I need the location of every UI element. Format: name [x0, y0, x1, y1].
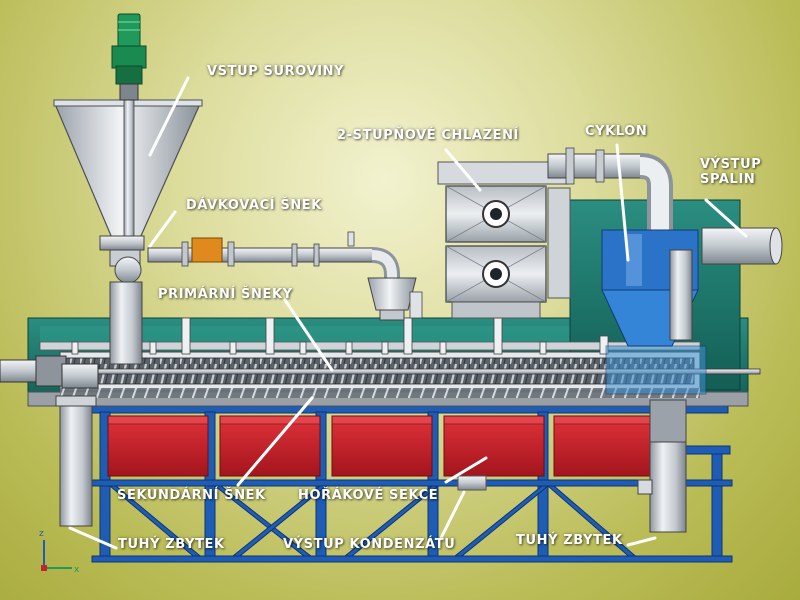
label-solid-residue-right: TUHÝ ZBYTEK: [516, 533, 623, 548]
flue-gas-outlet-pipe: [701, 227, 783, 265]
left-drive-end: [0, 355, 99, 389]
gas-pipe: [147, 231, 423, 321]
label-primary-screws: PRIMÁRNÍ ŠNEKY: [158, 287, 293, 302]
label-feed-inlet: VSTUP SUROVINY: [207, 64, 345, 79]
screw-channel: [0, 351, 761, 398]
feed-hopper: [53, 99, 203, 271]
leader-lines: [68, 76, 748, 550]
two-stage-cooler: [437, 161, 571, 319]
label-two-stage-cooling: 2-STUPŇOVÉ CHLAZENÍ: [337, 128, 519, 143]
label-flue-gas-outlet-2: SPALIN: [700, 172, 756, 187]
label-secondary-screw: SEKUNDÁRNÍ ŠNEK: [117, 488, 266, 503]
label-cyclone: CYKLON: [585, 124, 648, 139]
label-dosing-screw: DÁVKOVACÍ ŠNEK: [186, 198, 322, 213]
right-residue-outlet: [637, 399, 687, 533]
condensate-outlet-block: [457, 475, 487, 491]
hopper-motor: [111, 13, 147, 101]
cyclone: [601, 229, 707, 395]
support-frame: [87, 404, 733, 563]
burner-sections: [107, 415, 651, 477]
label-burner-sections: HOŘÁKOVÉ SEKCE: [298, 488, 439, 503]
dosing-screw-column: [109, 256, 143, 365]
label-flue-gas-outlet-1: VÝSTUP: [700, 157, 762, 172]
axis-z-label: z: [39, 529, 44, 539]
axis-triad-icon: z x: [39, 529, 80, 575]
label-condensate-outlet: VÝSTUP KONDENZÁTU: [283, 537, 456, 552]
left-residue-outlet: [55, 395, 97, 527]
label-solid-residue-left: TUHÝ ZBYTEK: [118, 537, 225, 552]
axis-x-label: x: [74, 565, 80, 575]
cyclone-pipe: [547, 147, 673, 232]
